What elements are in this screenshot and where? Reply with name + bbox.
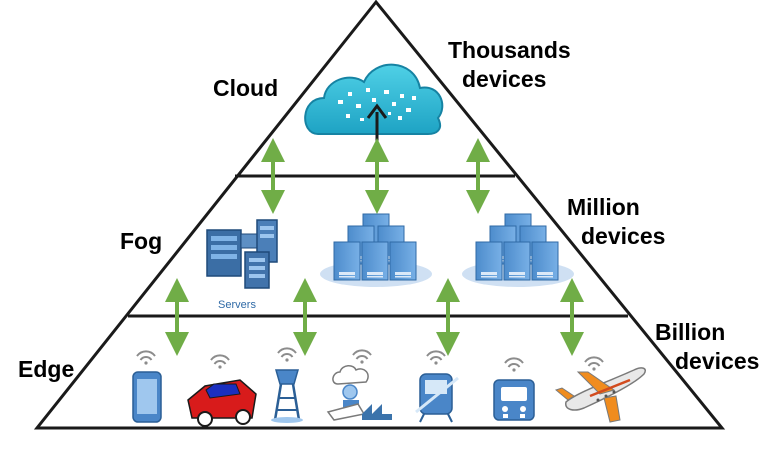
cloud-scale-line1: Thousands: [448, 37, 571, 63]
tram-icon: [415, 350, 459, 423]
fog-scale-line1: Million: [567, 194, 640, 220]
server-stack-icon: [320, 213, 432, 287]
cloud-layer-label: Cloud: [213, 75, 279, 101]
cloud-scale-line2: devices: [462, 66, 547, 92]
smart-factory-icon: [326, 349, 392, 421]
fog-layer-label: Fog: [120, 228, 163, 254]
water-tower-icon: [271, 347, 303, 423]
fog-scale-label: Million devices: [567, 193, 665, 251]
cloud-scale-label: Thousands devices: [448, 36, 571, 94]
edge-scale-line1: Billion: [655, 319, 726, 345]
airplane-icon: [554, 356, 646, 423]
edge-scale-line2: devices: [675, 348, 760, 374]
bus-icon: [493, 357, 535, 421]
servers-caption: Servers: [218, 299, 256, 311]
server-rack-icon: [206, 219, 278, 289]
cloud-upload-icon: [304, 63, 444, 150]
edge-scale-label: Billion devices: [655, 318, 759, 376]
smartphone-icon: [132, 350, 162, 423]
fog-edge-arrows: [165, 278, 584, 356]
server-stack-icon: [462, 213, 574, 287]
fog-scale-line2: devices: [581, 223, 666, 249]
cloud-fog-arrows: [261, 138, 490, 214]
edge-layer-label: Edge: [18, 356, 75, 382]
car-icon: [187, 354, 257, 427]
